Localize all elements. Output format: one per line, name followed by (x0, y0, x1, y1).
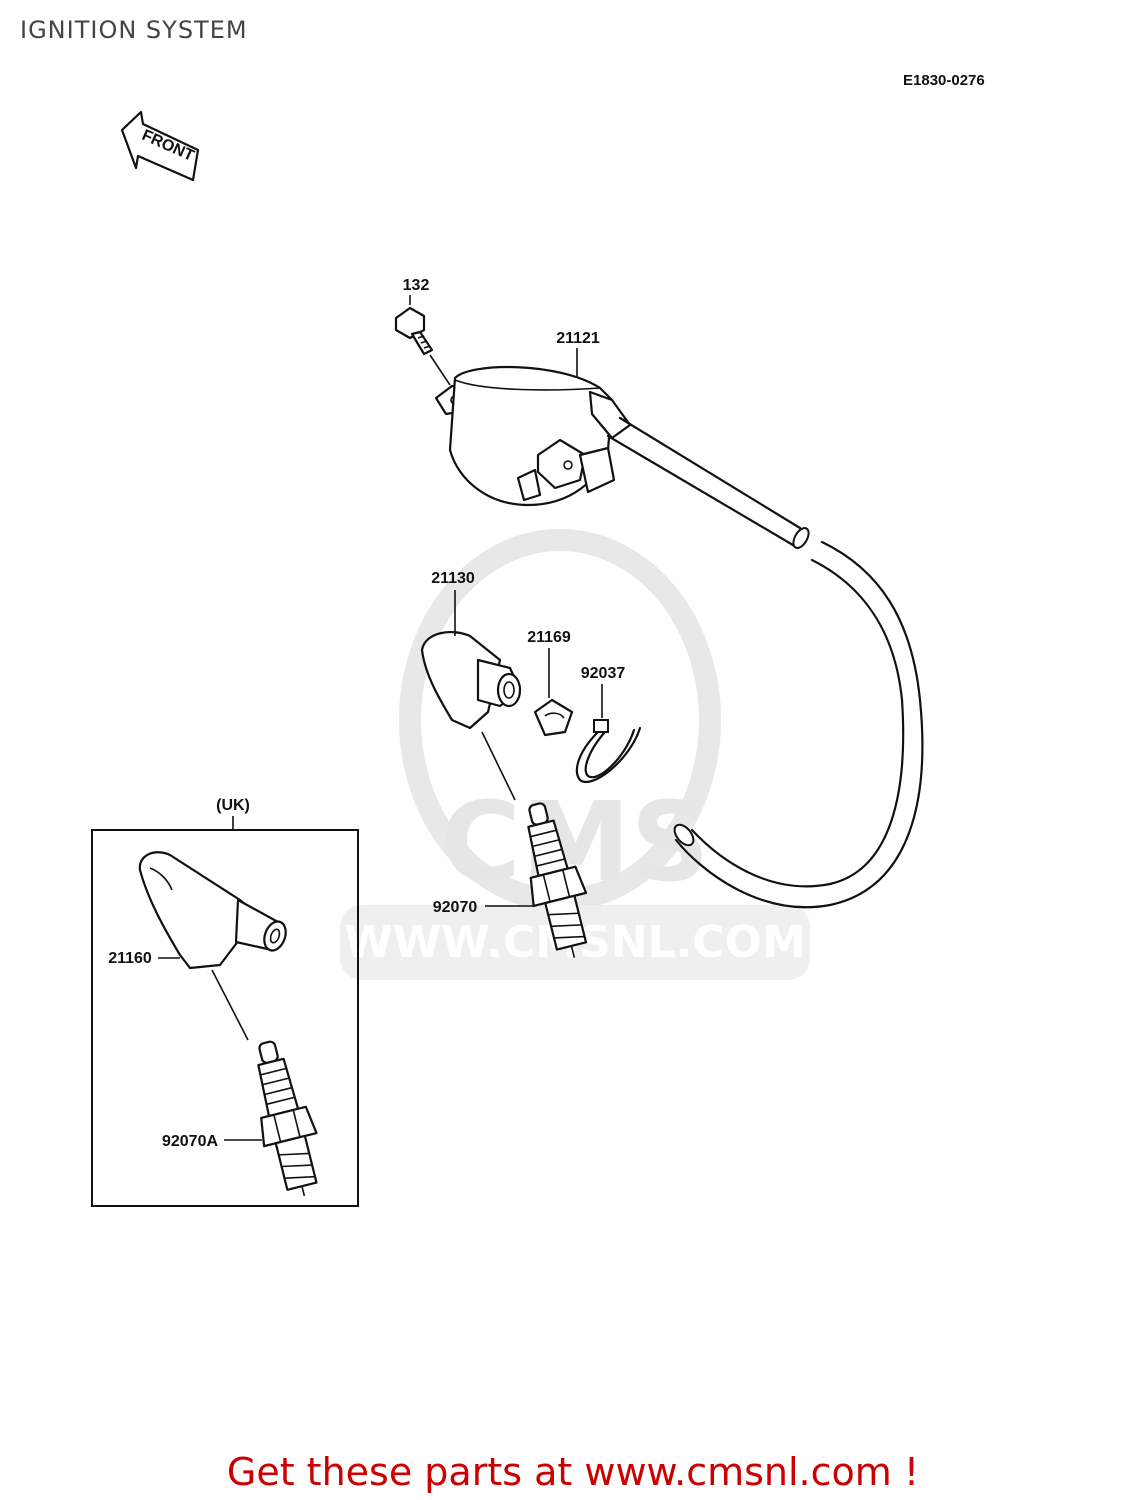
callout-ignition-coil: 21121 (556, 330, 600, 347)
callout-spark-plug: 92070 (433, 899, 478, 916)
high-tension-lead (606, 416, 924, 909)
callout-uk-spark-plug: 92070A (162, 1133, 218, 1150)
uk-variant-box (91, 816, 359, 1207)
clamp-21169 (533, 698, 574, 737)
parts-diagram: CMS WWW.CMSNL.COM FRONT 132 21121 (91, 110, 924, 1207)
callout-plug-cap: 21130 (431, 570, 475, 587)
callout-bolt: 132 (403, 277, 430, 294)
front-direction-arrow: FRONT (120, 110, 200, 182)
footer-cta-link[interactable]: Get these parts at www.cmsnl.com ! (226, 1450, 920, 1494)
plug-cap-21130 (420, 630, 522, 801)
spark-plug-92070 (527, 802, 588, 958)
callout-clamp: 21169 (527, 629, 571, 646)
diagram-reference-code: E1830-0276 (903, 72, 985, 89)
band-92037 (575, 719, 642, 783)
callout-uk-plug-cap: 21160 (108, 950, 152, 967)
callout-uk-group: (UK) (216, 797, 250, 814)
ignition-coil-21121 (434, 365, 632, 507)
uk-plug-cap-21160 (138, 851, 287, 1041)
uk-spark-plug-92070a (257, 1040, 318, 1197)
bolt-132 (394, 306, 451, 386)
page-title: IGNITION SYSTEM (20, 16, 248, 44)
callout-band: 92037 (581, 665, 626, 682)
